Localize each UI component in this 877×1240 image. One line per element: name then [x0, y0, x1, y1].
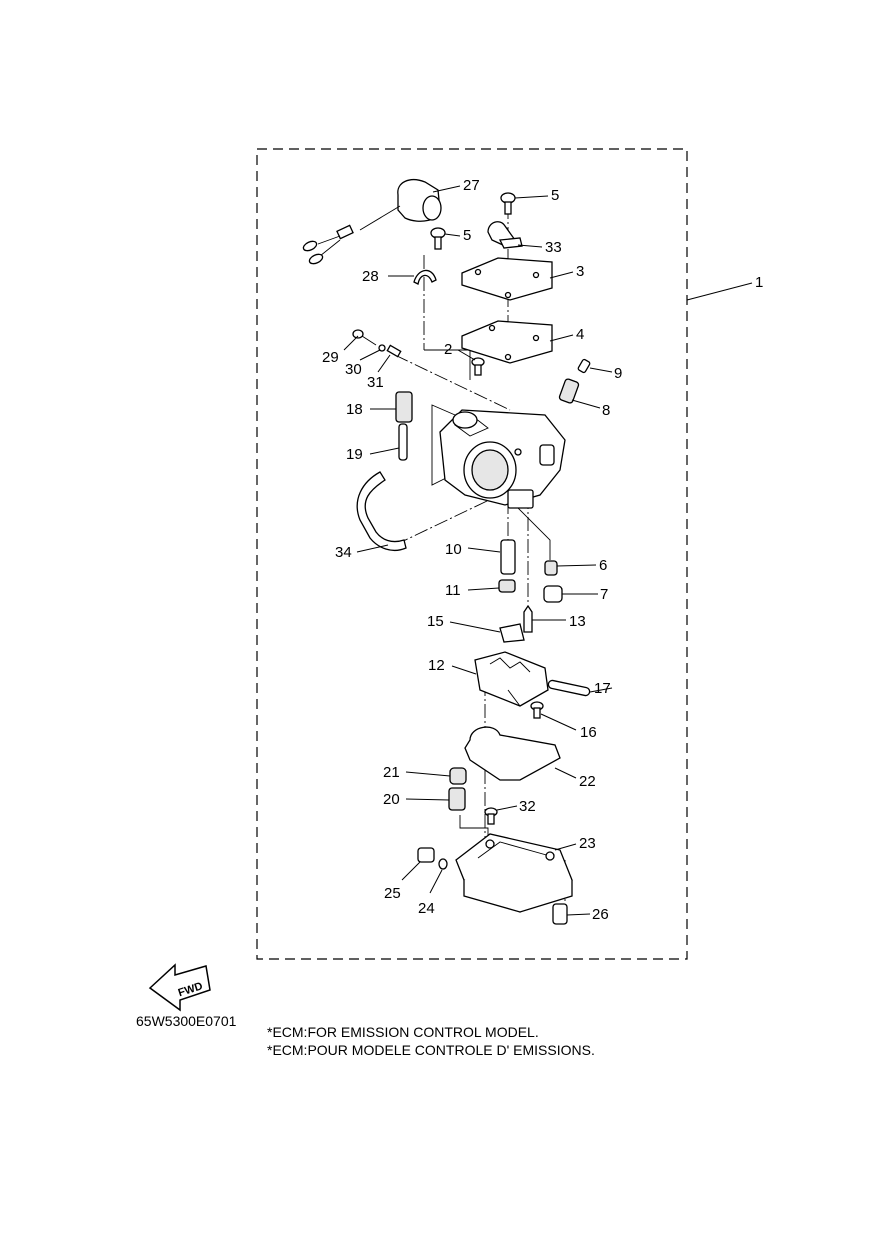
- callout-32: 32: [519, 798, 536, 815]
- callout-28: 28: [362, 268, 379, 285]
- gasket-15: [499, 623, 525, 643]
- callout-23: 23: [579, 835, 596, 852]
- screw-2: [471, 357, 485, 376]
- spring-20: [448, 787, 466, 811]
- callout-27: 27: [463, 177, 480, 194]
- screw-9: [577, 358, 591, 374]
- drain-screw: [417, 847, 435, 863]
- callout-31: 31: [367, 374, 384, 391]
- callout-19: 19: [346, 446, 363, 463]
- callout-33: 33: [545, 239, 562, 256]
- callout-5-mid: 5: [463, 227, 471, 244]
- callout-1: 1: [755, 274, 763, 291]
- plate-gasket: [461, 320, 553, 364]
- callout-11: 11: [445, 582, 461, 599]
- pilot-screw-set: [352, 329, 402, 358]
- needle-valve: [523, 604, 533, 633]
- ecm-note-en: *ECM:FOR EMISSION CONTROL MODEL.: [267, 1024, 539, 1040]
- callout-8: 8: [602, 402, 610, 419]
- screw-26: [552, 903, 568, 925]
- callout-3: 3: [576, 263, 584, 280]
- main-nozzle: [500, 539, 516, 575]
- callout-4: 4: [576, 326, 584, 343]
- screw-32: [484, 807, 498, 825]
- hose: [356, 471, 407, 552]
- clamp: [487, 221, 523, 249]
- cap-7: [543, 585, 563, 603]
- callout-15: 15: [427, 613, 444, 630]
- callout-26: 26: [592, 906, 609, 923]
- callout-labels: 1 27 5 5 33 3 28 4 29 30 31 2 9 8 18 19 …: [322, 177, 763, 923]
- callout-29: 29: [322, 349, 339, 366]
- callout-16: 16: [580, 724, 597, 741]
- callout-22: 22: [579, 773, 596, 790]
- callout-6: 6: [599, 557, 607, 574]
- main-jet: [498, 579, 516, 593]
- float: [474, 651, 549, 707]
- callout-34: 34: [335, 544, 352, 561]
- fwd-arrow-icon: FWD: [148, 963, 211, 1012]
- callout-20: 20: [383, 791, 400, 808]
- callout-18: 18: [346, 401, 363, 418]
- washer-24: [438, 858, 448, 870]
- callout-21: 21: [383, 764, 400, 781]
- assembly-boundary: [256, 148, 688, 960]
- callout-12: 12: [428, 657, 445, 674]
- cover-plate: [461, 257, 553, 301]
- float-chamber: [455, 833, 573, 913]
- callout-25: 25: [384, 885, 401, 902]
- spring-8: [558, 378, 580, 404]
- drawing-code: 65W5300E0701: [136, 1013, 237, 1029]
- sensor-connector: [302, 179, 442, 265]
- ecm-note-fr: *ECM:POUR MODELE CONTROLE D' EMISSIONS.: [267, 1042, 595, 1058]
- callout-10: 10: [445, 541, 462, 558]
- callout-5-top: 5: [551, 187, 559, 204]
- seal-21: [449, 767, 467, 785]
- callout-17: 17: [594, 680, 611, 697]
- alignment-lines: [394, 205, 566, 905]
- screw-5-mid: [430, 227, 446, 250]
- screw-16: [530, 701, 544, 719]
- leader-lines: [343, 185, 753, 916]
- float-pin: [547, 679, 591, 697]
- callout-2: 2: [444, 341, 452, 358]
- callout-9: 9: [614, 365, 622, 382]
- screw-5-top: [500, 192, 516, 215]
- clip: [413, 269, 437, 285]
- tube-19: [398, 423, 408, 461]
- float-bowl-gasket: [464, 726, 561, 781]
- plug-6: [544, 560, 558, 576]
- jet-holder: [395, 391, 413, 423]
- callout-24: 24: [418, 900, 435, 917]
- callout-30: 30: [345, 361, 362, 378]
- callout-13: 13: [569, 613, 586, 630]
- carburetor-body: [439, 409, 566, 509]
- callout-7: 7: [600, 586, 608, 603]
